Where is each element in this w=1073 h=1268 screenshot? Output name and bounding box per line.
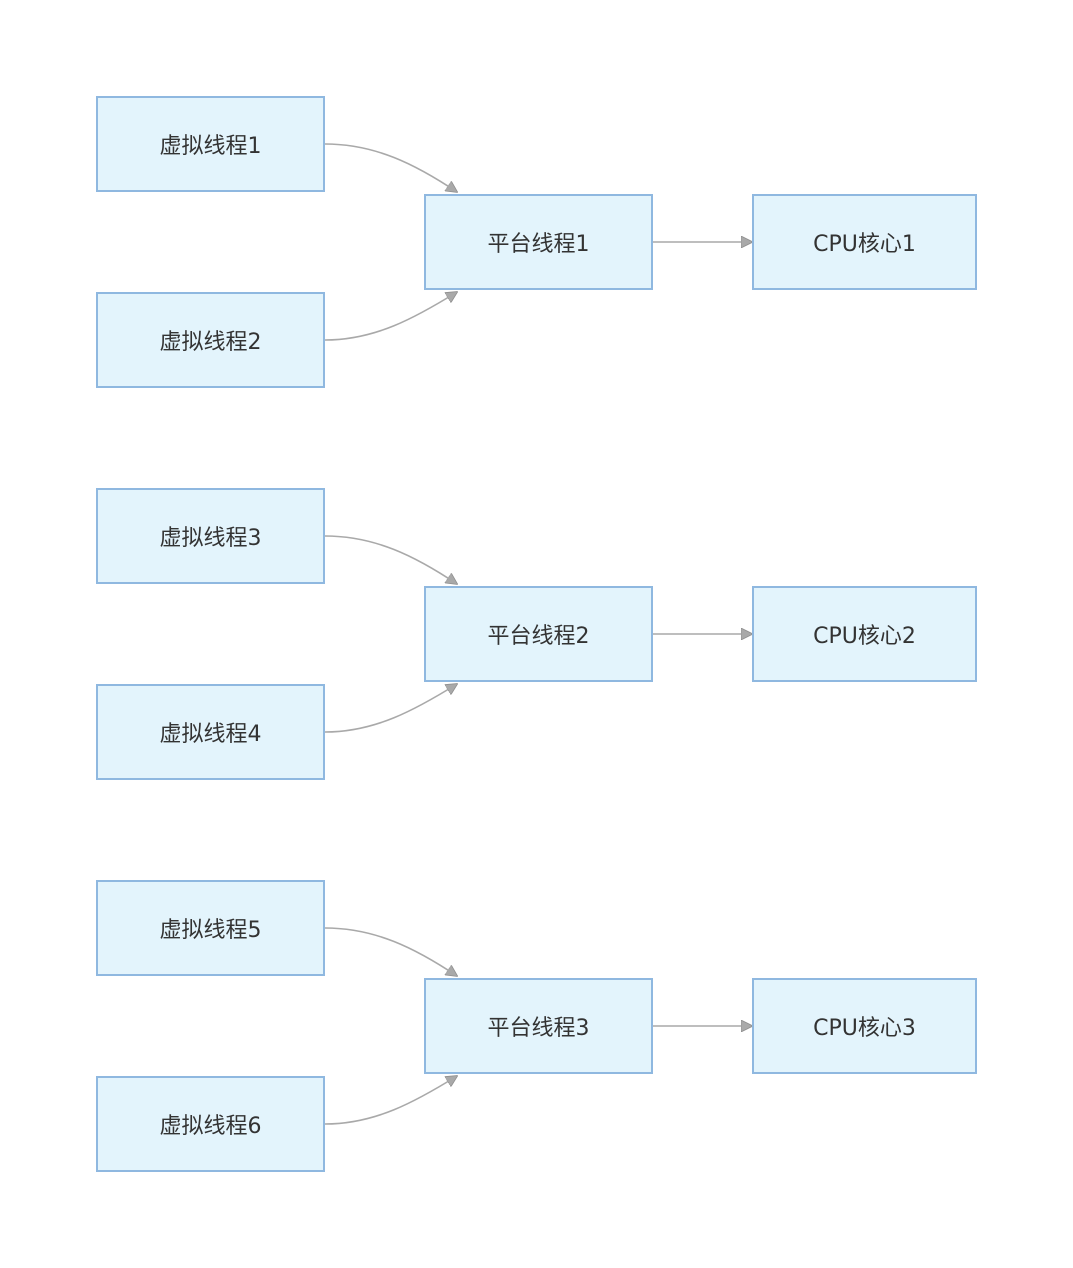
virtual-thread-node-6[interactable]: 虚拟线程6: [96, 1076, 325, 1172]
edge-virtual-thread-2-to-platform-thread-1: [324, 292, 457, 341]
cpu-core-node-3[interactable]: CPU核心3: [752, 978, 977, 1074]
edge-virtual-thread-4-to-platform-thread-2: [324, 684, 457, 733]
edge-virtual-thread-3-to-platform-thread-2: [324, 535, 457, 584]
virtual-thread-node-3[interactable]: 虚拟线程3: [96, 488, 325, 584]
edge-virtual-thread-1-to-platform-thread-1: [324, 143, 457, 192]
platform-thread-node-2[interactable]: 平台线程2: [424, 586, 653, 682]
edge-virtual-thread-6-to-platform-thread-3: [324, 1076, 457, 1125]
virtual-thread-node-4[interactable]: 虚拟线程4: [96, 684, 325, 780]
virtual-thread-node-2[interactable]: 虚拟线程2: [96, 292, 325, 388]
cpu-core-node-2[interactable]: CPU核心2: [752, 586, 977, 682]
edge-virtual-thread-5-to-platform-thread-3: [324, 927, 457, 976]
cpu-core-node-1[interactable]: CPU核心1: [752, 194, 977, 290]
platform-thread-node-3[interactable]: 平台线程3: [424, 978, 653, 1074]
virtual-thread-node-5[interactable]: 虚拟线程5: [96, 880, 325, 976]
platform-thread-node-1[interactable]: 平台线程1: [424, 194, 653, 290]
virtual-thread-node-1[interactable]: 虚拟线程1: [96, 96, 325, 192]
